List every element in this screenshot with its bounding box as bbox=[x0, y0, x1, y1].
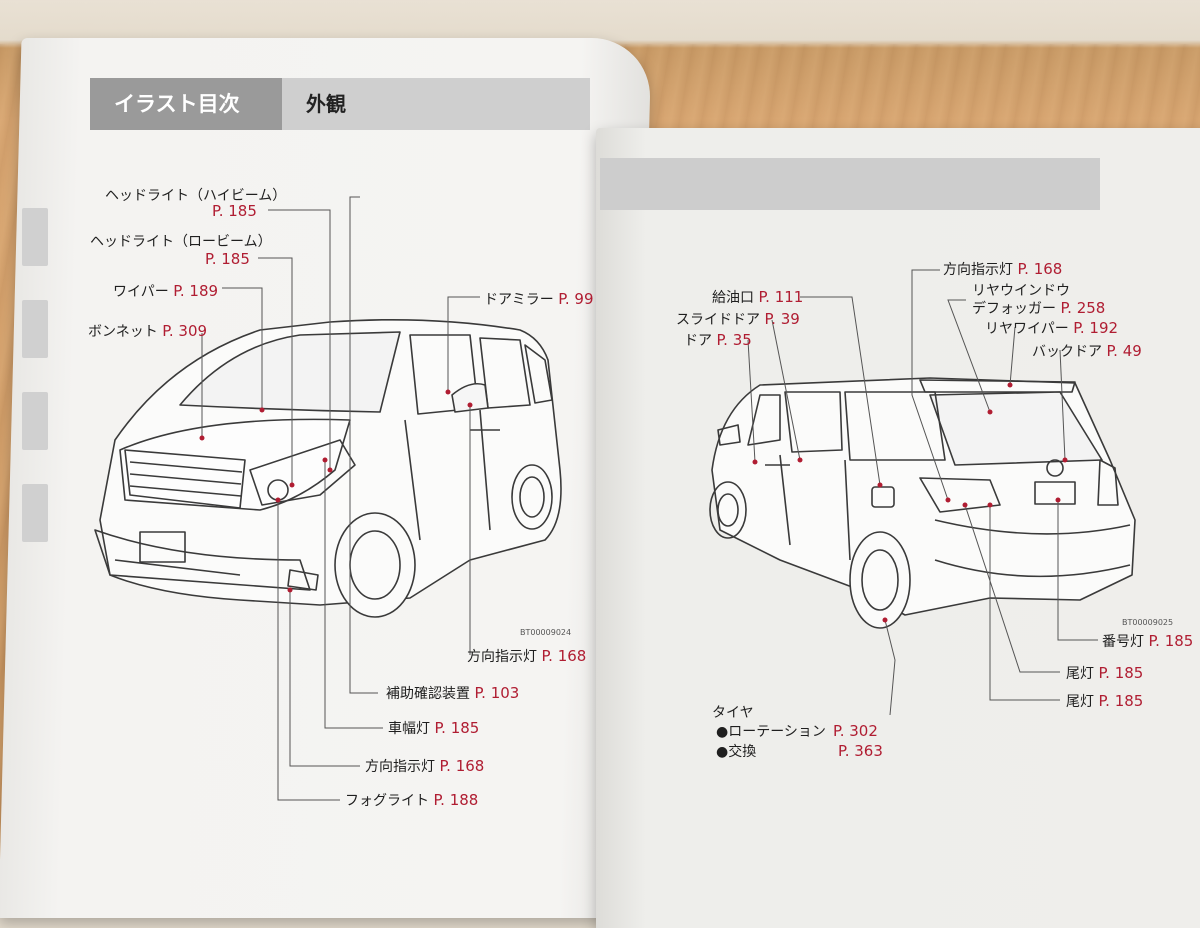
label-text: 補助確認装置 bbox=[386, 686, 470, 702]
page-ref: P. 188 bbox=[433, 791, 478, 809]
label-text: 方向指示灯 bbox=[943, 262, 1013, 278]
label-tail-lamp-2: 尾灯 P. 185 bbox=[1066, 692, 1143, 711]
page-ref: P. 39 bbox=[764, 310, 799, 328]
label-text: ボンネット bbox=[88, 324, 158, 340]
label-text: 番号灯 bbox=[1102, 634, 1144, 650]
label-slide-door: スライドドア P. 39 bbox=[676, 310, 800, 329]
label-text: ヘッドライト（ロービーム） bbox=[90, 234, 272, 250]
label-text: 尾灯 bbox=[1066, 694, 1094, 710]
label-text: ワイパー bbox=[113, 284, 169, 300]
label-license-lamp: 番号灯 P. 185 bbox=[1102, 632, 1193, 651]
label-turn-signal-side: 方向指示灯 P. 168 bbox=[467, 647, 586, 666]
page-ref: P. 185 bbox=[1148, 632, 1193, 650]
label-turn-signal-rear: 方向指示灯 P. 168 bbox=[943, 260, 1062, 279]
label-turn-signal-front: 方向指示灯 P. 168 bbox=[365, 757, 484, 776]
figure-code: BT00009024 bbox=[520, 628, 571, 637]
label-tire: タイヤ bbox=[712, 705, 754, 722]
figure-code: BT00009025 bbox=[1122, 618, 1173, 627]
page-ref: P. 103 bbox=[474, 684, 519, 702]
page-ref: P. 168 bbox=[541, 647, 586, 665]
label-text: リヤワイパー bbox=[985, 321, 1069, 337]
label-tail-lamp-1: 尾灯 P. 185 bbox=[1066, 664, 1143, 683]
page-ref: P. 309 bbox=[162, 322, 207, 340]
label-rear-window-defogger: リヤウインドウ bbox=[972, 283, 1070, 300]
label-wiper: ワイパー P. 189 bbox=[113, 282, 218, 301]
label-text: フォグライト bbox=[345, 793, 429, 809]
label-headlight-high: ヘッドライト（ハイビーム） bbox=[105, 188, 286, 205]
label-back-door: バックドア P. 49 bbox=[1032, 342, 1142, 361]
page-ref: P. 99 bbox=[558, 290, 593, 308]
label-fog-light: フォグライト P. 188 bbox=[345, 791, 478, 810]
page-ref: P. 111 bbox=[758, 288, 803, 306]
label-text: 方向指示灯 bbox=[467, 649, 537, 665]
label-text: 尾灯 bbox=[1066, 666, 1094, 682]
page-ref: P. 49 bbox=[1106, 342, 1141, 360]
label-headlight-low: ヘッドライト（ロービーム） bbox=[90, 234, 272, 251]
label-text: 車幅灯 bbox=[388, 721, 430, 737]
label-tire-replace: ●交換 bbox=[716, 744, 756, 761]
label-fuel-port: 給油口 P. 111 bbox=[712, 288, 803, 307]
vehicle-illustrations bbox=[0, 0, 1200, 900]
label-aux-mirror: 補助確認装置 P. 103 bbox=[386, 684, 519, 703]
rear-van-drawing bbox=[710, 378, 1135, 628]
page-ref: P. 189 bbox=[173, 282, 218, 300]
label-text: スライドドア bbox=[676, 312, 760, 328]
page-ref: P. 185 bbox=[1098, 692, 1143, 710]
label-clearance-lamp: 車幅灯 P. 185 bbox=[388, 719, 479, 738]
label-tire-rotation: ●ローテーション bbox=[716, 724, 826, 741]
page-ref: P. 168 bbox=[1017, 260, 1062, 278]
page-ref: P. 168 bbox=[439, 757, 484, 775]
label-rear-window-defogger-2: デフォッガー P. 258 bbox=[972, 299, 1105, 318]
label-text: ドアミラー bbox=[484, 292, 554, 308]
label-text: 給油口 bbox=[712, 290, 754, 306]
label-text: デフォッガー bbox=[972, 301, 1056, 317]
front-van-drawing bbox=[95, 320, 561, 617]
page-ref: P. 192 bbox=[1073, 319, 1118, 337]
page-ref: P. 258 bbox=[1060, 299, 1105, 317]
label-door: ドア P. 35 bbox=[684, 331, 752, 350]
label-text: 方向指示灯 bbox=[365, 759, 435, 775]
label-text: バックドア bbox=[1032, 344, 1102, 360]
page-ref-tire-replace: P. 363 bbox=[838, 742, 883, 760]
page-ref-headlight-low: P. 185 bbox=[205, 250, 250, 268]
label-door-mirror: ドアミラー P. 99 bbox=[484, 290, 594, 309]
page-ref: P. 185 bbox=[434, 719, 479, 737]
label-rear-wiper: リヤワイパー P. 192 bbox=[985, 319, 1118, 338]
label-bonnet: ボンネット P. 309 bbox=[88, 322, 207, 341]
page-ref-tire-rotation: P. 302 bbox=[833, 722, 878, 740]
page-ref-headlight-high: P. 185 bbox=[212, 202, 257, 220]
label-text: ドア bbox=[684, 333, 712, 349]
page-ref: P. 35 bbox=[716, 331, 751, 349]
page-ref: P. 185 bbox=[1098, 664, 1143, 682]
label-text: ヘッドライト（ハイビーム） bbox=[105, 188, 286, 204]
label-text: リヤウインドウ bbox=[972, 283, 1070, 299]
